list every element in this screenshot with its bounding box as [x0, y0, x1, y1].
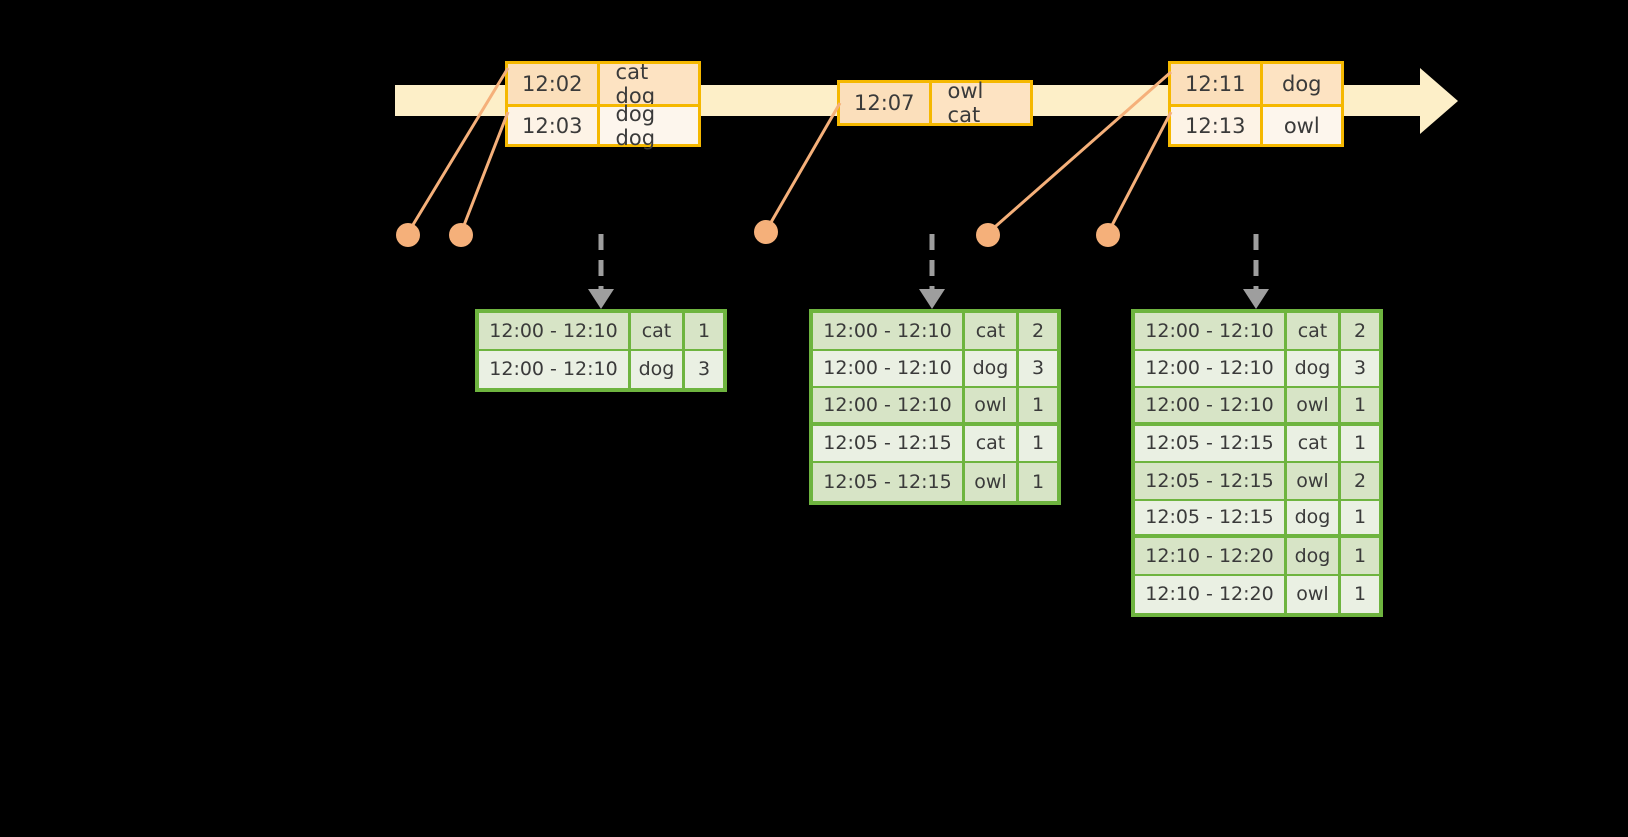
cell-word: owl [1287, 575, 1341, 613]
connector-dot [976, 223, 1000, 247]
table-row: 12:05 - 12:15 cat 1 [1135, 425, 1379, 463]
table-row: 12:05 - 12:15 dog 1 [1135, 500, 1379, 538]
cell-word: owl [1287, 388, 1341, 426]
table-row: 12:00 - 12:10 cat 2 [1135, 313, 1379, 351]
cell-count: 3 [1341, 350, 1379, 388]
table-row: 12:00 - 12:10 cat 2 [813, 313, 1057, 351]
cell-window: 12:00 - 12:10 [479, 350, 631, 388]
cell-word: cat [1287, 425, 1341, 463]
cell-window: 12:00 - 12:10 [479, 313, 631, 351]
event-row: 12:03 dog dog [508, 102, 698, 150]
cell-count: 1 [1019, 463, 1057, 501]
connector-dot [1096, 223, 1120, 247]
cell-count: 2 [1341, 313, 1379, 351]
event-box-group-c: 12:11 dog 12:13 owl [1168, 61, 1344, 147]
cell-count: 3 [1019, 350, 1057, 388]
table-row: 12:00 - 12:10 owl 1 [813, 388, 1057, 426]
table-row: 12:00 - 12:10 cat 1 [479, 313, 723, 351]
cell-count: 3 [685, 350, 723, 388]
cell-word: owl [965, 463, 1019, 501]
table-row: 12:05 - 12:15 owl 1 [813, 463, 1057, 501]
cell-window: 12:05 - 12:15 [813, 425, 965, 463]
cell-window: 12:05 - 12:15 [1135, 425, 1287, 463]
connector-line [459, 111, 510, 234]
table-row: 12:00 - 12:10 dog 3 [813, 350, 1057, 388]
cell-word: dog [1287, 538, 1341, 576]
timeline-arrowhead-icon [1420, 68, 1458, 134]
event-words: owl cat [931, 79, 1030, 127]
cell-count: 1 [685, 313, 723, 351]
emit-arrow-heads [588, 289, 1269, 309]
cell-window: 12:00 - 12:10 [813, 350, 965, 388]
table-row: 12:10 - 12:20 owl 1 [1135, 575, 1379, 613]
connector-dots [396, 220, 1120, 247]
cell-window: 12:00 - 12:10 [1135, 388, 1287, 426]
event-box-group-b: 12:07 owl cat [837, 79, 1033, 127]
result-table-1: 12:00 - 12:10 cat 1 12:00 - 12:10 dog 3 [475, 309, 727, 392]
connector-dot [396, 223, 420, 247]
cell-window: 12:00 - 12:10 [1135, 350, 1287, 388]
cell-count: 1 [1019, 425, 1057, 463]
cell-window: 12:00 - 12:10 [1135, 313, 1287, 351]
event-time: 12:02 [508, 64, 600, 104]
cell-word: dog [631, 350, 685, 388]
cell-count: 1 [1341, 388, 1379, 426]
cell-word: dog [965, 350, 1019, 388]
cell-window: 12:05 - 12:15 [1135, 500, 1287, 538]
event-time: 12:03 [508, 107, 600, 144]
cell-word: dog [1287, 500, 1341, 538]
cell-word: owl [1287, 463, 1341, 501]
cell-count: 2 [1019, 313, 1057, 351]
table-row: 12:00 - 12:10 dog 3 [1135, 350, 1379, 388]
table-row: 12:05 - 12:15 cat 1 [813, 425, 1057, 463]
event-words: owl [1262, 107, 1341, 144]
cell-window: 12:05 - 12:15 [1135, 463, 1287, 501]
cell-window: 12:10 - 12:20 [1135, 575, 1287, 613]
cell-count: 1 [1341, 425, 1379, 463]
cell-count: 1 [1019, 388, 1057, 426]
table-row: 12:00 - 12:10 owl 1 [1135, 388, 1379, 426]
connector-dot [754, 220, 778, 244]
event-box-group-a: 12:02 cat dog 12:03 dog dog [505, 60, 701, 150]
cell-word: dog [1287, 350, 1341, 388]
cell-word: cat [965, 313, 1019, 351]
connector-line [764, 102, 842, 232]
emit-arrowhead-icon [588, 289, 614, 309]
result-table-3: 12:00 - 12:10 cat 2 12:00 - 12:10 dog 3 … [1131, 309, 1383, 617]
cell-window: 12:05 - 12:15 [813, 463, 965, 501]
connector-line [1106, 111, 1173, 234]
event-words: dog dog [599, 102, 698, 150]
table-row: 12:05 - 12:15 owl 2 [1135, 463, 1379, 501]
cell-count: 2 [1341, 463, 1379, 501]
cell-count: 1 [1341, 500, 1379, 538]
event-row: 12:02 cat dog [508, 60, 698, 108]
emit-arrowhead-icon [1243, 289, 1269, 309]
event-row: 12:07 owl cat [840, 79, 1030, 127]
cell-count: 1 [1341, 538, 1379, 576]
result-table-2: 12:00 - 12:10 cat 2 12:00 - 12:10 dog 3 … [809, 309, 1061, 505]
event-row: 12:11 dog [1171, 64, 1341, 104]
cell-window: 12:00 - 12:10 [813, 313, 965, 351]
table-row: 12:10 - 12:20 dog 1 [1135, 538, 1379, 576]
cell-word: cat [965, 425, 1019, 463]
cell-word: owl [965, 388, 1019, 426]
event-time: 12:13 [1171, 107, 1263, 144]
event-time: 12:07 [840, 83, 932, 123]
cell-count: 1 [1341, 575, 1379, 613]
event-row: 12:13 owl [1171, 104, 1341, 144]
event-time: 12:11 [1171, 64, 1263, 104]
emit-arrowhead-icon [919, 289, 945, 309]
cell-window: 12:10 - 12:20 [1135, 538, 1287, 576]
cell-window: 12:00 - 12:10 [813, 388, 965, 426]
connector-dot [449, 223, 473, 247]
event-words: cat dog [599, 60, 698, 108]
cell-word: cat [1287, 313, 1341, 351]
cell-word: cat [631, 313, 685, 351]
table-row: 12:00 - 12:10 dog 3 [479, 350, 723, 388]
event-words: dog [1262, 64, 1341, 104]
